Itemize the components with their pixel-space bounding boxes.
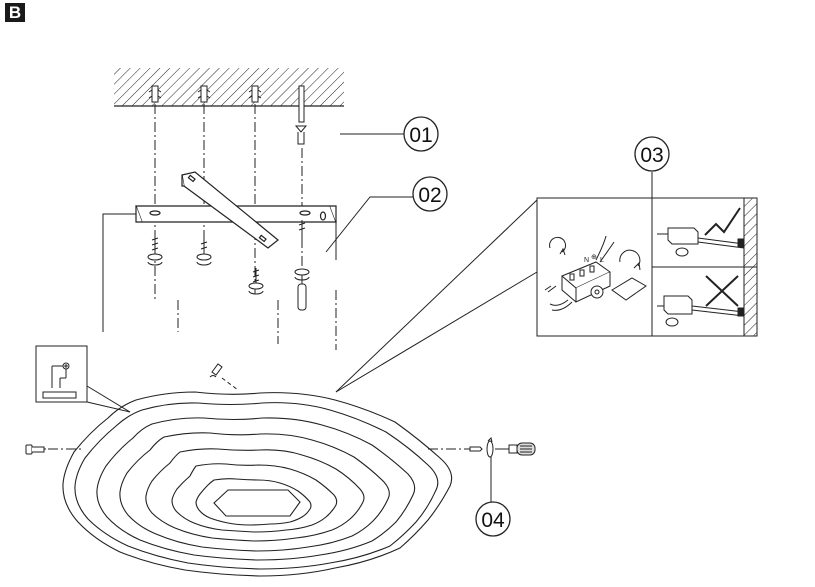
ceiling (114, 68, 344, 107)
lamp-body (62, 391, 453, 577)
svg-text:02: 02 (418, 184, 441, 207)
rotation-arrow (486, 437, 494, 458)
svg-text:03: 03 (640, 144, 663, 167)
step-label: B (5, 3, 25, 22)
side-fixings (25, 437, 536, 506)
right-screw (469, 446, 483, 452)
callout-01: 01 (403, 116, 439, 152)
top-screw (209, 363, 239, 391)
bracket-screws (147, 220, 310, 311)
lamp-ring-6 (171, 463, 338, 533)
lamp-ring-5 (145, 448, 365, 542)
mounting-bracket (135, 171, 337, 249)
wall-plug-2 (197, 85, 211, 103)
frame-guides (102, 213, 337, 350)
screw-4 (294, 220, 310, 311)
wiring-inset (536, 197, 758, 337)
wall-plug-3 (248, 85, 262, 103)
lamp-ring-7 (195, 478, 312, 526)
terminal-mark-earth: ⊕ (591, 254, 597, 261)
lamp-center-opening (213, 489, 301, 517)
leader-03 (335, 172, 653, 393)
lamp-ring-3 (96, 417, 416, 561)
lamp-ring-2 (74, 402, 439, 570)
wiring-wrong (657, 275, 745, 327)
wall-plug-1 (148, 85, 162, 103)
lamp-ring-4 (119, 432, 390, 552)
terminal-mark-n: N (584, 257, 589, 264)
callout-04: 04 (475, 501, 511, 537)
screwdriver-icon (495, 442, 536, 456)
ceiling-anchors (148, 85, 308, 145)
screw-2 (196, 240, 212, 266)
screw-3 (248, 268, 264, 295)
wiring-correct (657, 207, 745, 257)
svg-text:01: 01 (409, 124, 432, 147)
check-icon (704, 207, 741, 236)
callout-02: 02 (412, 176, 448, 212)
terminal-block-drawing: N ⊕ L (544, 235, 647, 311)
cross-icon (705, 275, 739, 307)
left-screw (25, 444, 46, 455)
hook-rod (294, 85, 308, 145)
leader-02 (325, 196, 415, 253)
detail-inset-corner (35, 345, 131, 413)
axis-lines (154, 104, 303, 300)
svg-text:04: 04 (481, 509, 505, 532)
callout-03: 03 (634, 136, 670, 172)
lamp-ring-1 (62, 391, 453, 577)
screw-1 (147, 235, 163, 266)
terminal-mark-l: L (600, 257, 604, 264)
